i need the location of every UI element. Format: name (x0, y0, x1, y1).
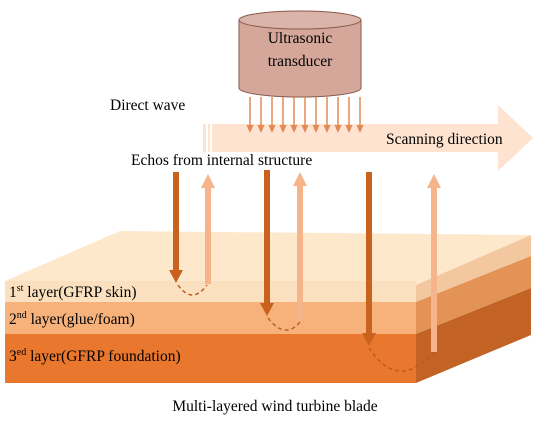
wave-arrow-head (257, 125, 265, 133)
layer2-front-face (5, 302, 416, 334)
layer1-label: 1st layer(GFRP skin) (9, 283, 137, 301)
layer1-side-face (416, 235, 531, 302)
wave-arrow-head (301, 125, 309, 133)
blade-block (5, 231, 531, 383)
layer3-side-face (416, 288, 531, 383)
reflection-path (267, 317, 301, 331)
down-arrow (169, 172, 183, 283)
layer3-label: 3ed layer(GFRP foundation) (9, 347, 181, 365)
up-arrow (201, 174, 215, 284)
wave-arrow-head (334, 125, 342, 133)
echo-pair-2 (260, 170, 307, 331)
wave-arrow-head (279, 125, 287, 133)
layer2-label: 2nd layer(glue/foam) (9, 310, 135, 328)
layer2-side-face (416, 256, 531, 334)
scanning-direction-arrow (203, 105, 533, 171)
figure-caption: Multi-layered wind turbine blade (172, 398, 377, 415)
transducer-label-line1: Ultrasonic (268, 30, 333, 47)
layer3-front-face (5, 334, 416, 383)
direct-wave-label: Direct wave (110, 97, 185, 114)
wave-arrow-head (345, 125, 353, 133)
ultrasonic-transducer (238, 10, 362, 98)
wave-arrow-head (268, 125, 276, 133)
down-arrow (260, 170, 274, 316)
wave-arrow-head (312, 125, 320, 133)
wave-arrow-head (290, 125, 298, 133)
echo-pair-1 (169, 172, 215, 296)
up-arrow (427, 174, 441, 352)
layer1-front-face (5, 281, 416, 302)
reflection-path (177, 284, 208, 296)
wave-arrow-head (323, 125, 331, 133)
direct-wave-arrows (246, 97, 364, 133)
reflection-path (368, 347, 435, 372)
wave-arrow-head (356, 125, 364, 133)
up-arrow (293, 172, 307, 320)
wave-arrow-head (246, 125, 254, 133)
echos-label: Echos from internal structure (131, 152, 312, 169)
transducer-label-line2: transducer (268, 53, 333, 70)
scanning-direction-label: Scanning direction (386, 131, 503, 148)
down-arrow (362, 172, 376, 346)
echo-pair-3 (362, 172, 441, 372)
